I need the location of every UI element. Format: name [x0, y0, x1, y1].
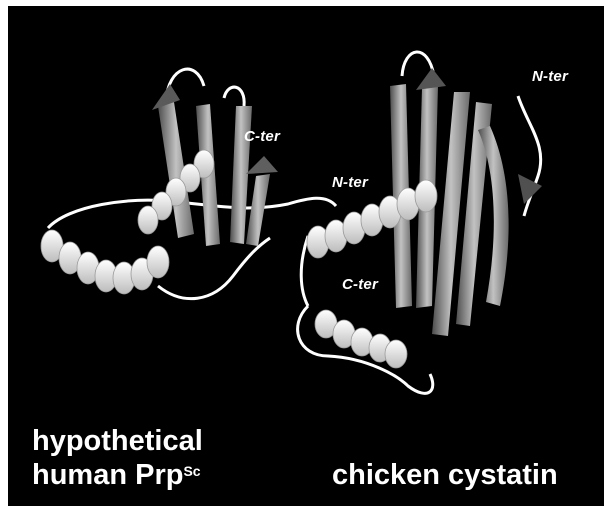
prion-structure [41, 69, 336, 299]
cystatin-strand-2-arrow [416, 68, 446, 90]
prion-caption-superscript: Sc [183, 463, 200, 479]
cystatin-side-coil [301, 236, 308, 306]
prion-coil-lower [158, 238, 270, 299]
prion-top-loop-2 [224, 87, 244, 106]
prion-strand-3 [230, 106, 252, 244]
prion-strand-4-arrow [246, 156, 278, 174]
cystatin-n-terminus-label: N-ter [332, 174, 368, 191]
prion-caption-line2: human PrpSc [32, 458, 203, 492]
cystatin-main-helix [307, 180, 437, 258]
cystatin-lower-helix [315, 310, 407, 368]
prion-caption-line1: hypothetical [32, 424, 203, 458]
cystatin-n-terminus-label-right: N-ter [532, 68, 568, 85]
cystatin-structure [298, 52, 542, 393]
prion-c-terminus-label: C-ter [244, 128, 280, 145]
cystatin-caption: chicken cystatin [332, 458, 558, 492]
prion-helix-lower [41, 230, 169, 294]
prion-strand-4 [246, 174, 270, 246]
prion-caption: hypothetical human PrpSc [32, 424, 203, 492]
cystatin-c-terminus-label: C-ter [342, 276, 378, 293]
prion-caption-name: human Prp [32, 459, 183, 491]
protein-structure-figure: C-ter N-ter N-ter C-ter hypothetical hum… [8, 6, 604, 506]
